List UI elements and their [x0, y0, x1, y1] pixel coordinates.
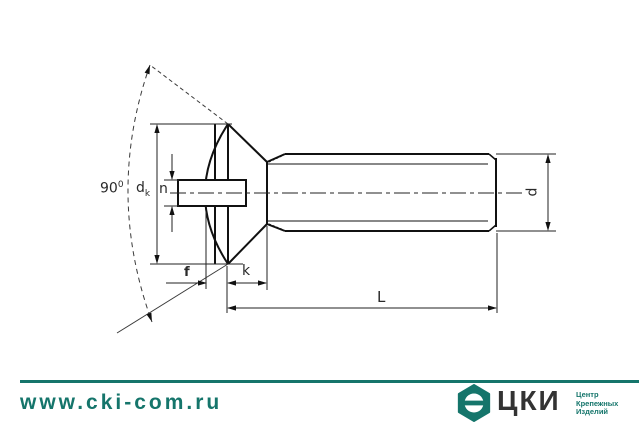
head-height-label: k [242, 263, 251, 279]
logo-subtitle: Центр Крепежных Изделий [576, 390, 619, 417]
screw-shank-outline [266, 153, 497, 232]
hex-nut-icon [457, 384, 491, 422]
logo-subtitle-line: Центр [576, 390, 599, 399]
thread-diameter-label: d [524, 187, 541, 197]
dimension-arrowheads [144, 65, 551, 322]
footer-divider [20, 380, 639, 383]
head-diameter-label: dk [136, 180, 151, 199]
logo-subtitle-line: Крепежных [576, 398, 619, 408]
angle-dimension-label: 900 [100, 180, 124, 197]
logo-subtitle-line: Изделий [576, 407, 609, 416]
logo-wordmark: ЦКИ [497, 385, 561, 416]
angle-construction-lines [116, 64, 229, 334]
slot-width-label: n [159, 181, 168, 197]
dome-height-label: f [184, 265, 190, 280]
website-link[interactable]: www.cki-com.ru [20, 391, 223, 414]
dimension-lines [150, 123, 556, 313]
length-label: L [377, 288, 386, 306]
